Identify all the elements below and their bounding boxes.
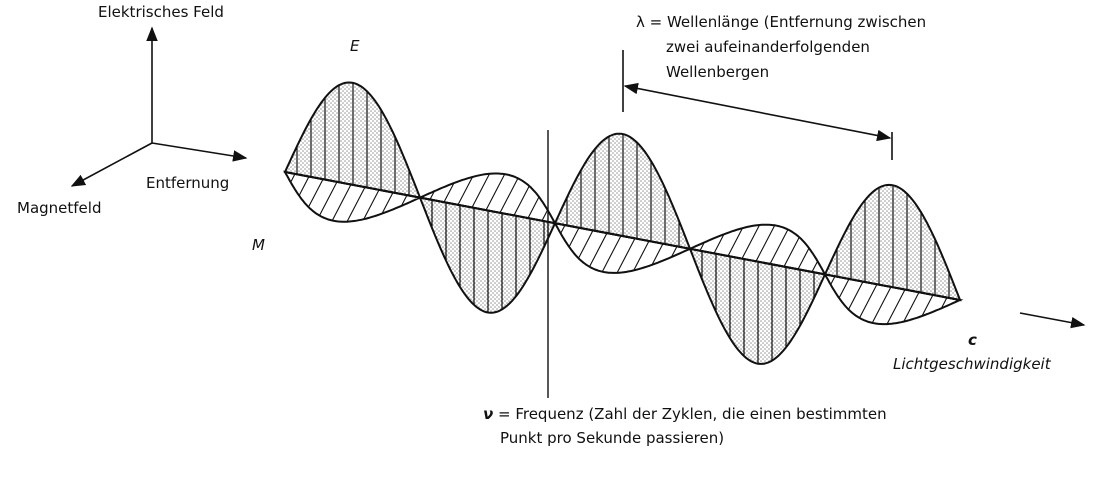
wavelength-marker	[622, 50, 893, 160]
magnetic-hatch-line	[670, 246, 678, 258]
magnetic-hatch-line	[783, 237, 800, 267]
magnetic-hatch-line	[457, 176, 473, 206]
magnetic-hatch-line	[633, 240, 650, 271]
magnetic-hatch-line	[541, 209, 549, 221]
magnetic-hatch-line	[527, 196, 540, 219]
propagation-direction-arrow	[1019, 312, 1086, 329]
frequency-text: = Frequenz (Zahl der Zyklen, die einen b…	[493, 405, 887, 423]
distance-label: Entfernung	[146, 174, 230, 192]
frequency-line-2: Punkt pro Sekunde passieren)	[500, 429, 725, 447]
magnetic-hatch-line	[769, 229, 789, 265]
magnetic-axis-arrow	[70, 142, 153, 187]
magnetic-hatch-line	[848, 281, 864, 310]
magnetic-hatch-line	[308, 178, 324, 208]
magnetic-lobe	[283, 170, 424, 223]
magnetic-hatch-line	[513, 185, 530, 216]
magnetic-hatch-line	[381, 192, 394, 214]
magnetic-hatch-line	[616, 238, 636, 274]
magnetic-hatch-line	[400, 194, 408, 207]
distance-axis-arrow	[151, 142, 248, 162]
frequency-symbol: ν	[483, 405, 494, 423]
wavelength-line-1: λ = Wellenlänge (Entfernung zwischen	[636, 13, 927, 31]
magnetic-hatch-line	[318, 181, 338, 216]
magnetic-hatch-line	[727, 227, 743, 257]
magnetic-hatch-line	[741, 224, 761, 259]
magnetic-hatch-line	[601, 235, 622, 272]
magnetic-hatch-line	[940, 297, 948, 309]
wavelength-line-3: Wellenbergen	[666, 63, 770, 81]
magnetic-hatch-line	[443, 182, 455, 203]
magnetic-hatch-line	[499, 178, 519, 214]
wavelength-arrow	[623, 82, 892, 142]
magnetic-hatch-line	[429, 190, 435, 200]
magnetic-hatch-line	[363, 189, 380, 220]
magnetic-hatch-line	[471, 173, 491, 208]
speed-symbol: c	[968, 331, 977, 349]
propagation-axis	[284, 171, 961, 301]
magnetic-hatch-line	[713, 234, 725, 254]
frequency-line-1: ν = Frequenz (Zahl der Zyklen, die einen…	[483, 404, 887, 424]
magnetic-lobe	[553, 221, 694, 274]
magnetic-hatch-line	[331, 184, 352, 221]
magnetic-hatch-line	[921, 294, 934, 317]
magnetic-hatch-line	[838, 278, 850, 299]
electric-field-label: Elektrisches Feld	[98, 3, 224, 21]
magnetic-hatch-line	[290, 173, 296, 183]
magnetic-hatch-line	[699, 242, 705, 251]
magnetic-wave	[283, 170, 964, 326]
wavelength-line-2: zwei aufeinanderfolgenden	[666, 38, 870, 56]
magnetic-hatch-line	[485, 173, 506, 211]
magnetic-hatch-line	[568, 227, 580, 248]
magnetic-hatch-line	[651, 243, 664, 266]
magnetic-wave-symbol: M	[252, 236, 265, 254]
magnetic-lobe	[416, 172, 558, 225]
magnetic-hatch-line	[578, 230, 594, 259]
magnetic-lobe	[823, 273, 964, 326]
magnetic-hatch-line	[871, 286, 892, 324]
magnetic-lobe	[686, 223, 828, 276]
magnetic-hatch-line	[346, 186, 366, 222]
magnetic-hatch-line	[886, 289, 906, 325]
magnetic-field-label: Magnetfeld	[17, 199, 102, 217]
axis-system	[70, 26, 248, 187]
magnetic-hatch-line	[588, 232, 608, 267]
electric-wave-symbol: E	[350, 37, 360, 55]
electric-wave	[283, 81, 962, 365]
magnetic-hatch-line	[755, 225, 776, 262]
magnetic-hatch-line	[811, 260, 819, 273]
speed-label: Lichtgeschwindigkeit	[893, 355, 1051, 373]
magnetic-hatch-line	[298, 176, 310, 196]
magnetic-hatch-line	[903, 291, 920, 322]
magnetic-hatch-line	[797, 247, 810, 270]
magnetic-hatch-line	[830, 276, 836, 285]
magnetic-hatch-line	[858, 284, 878, 319]
magnetic-hatch-line	[560, 224, 566, 234]
